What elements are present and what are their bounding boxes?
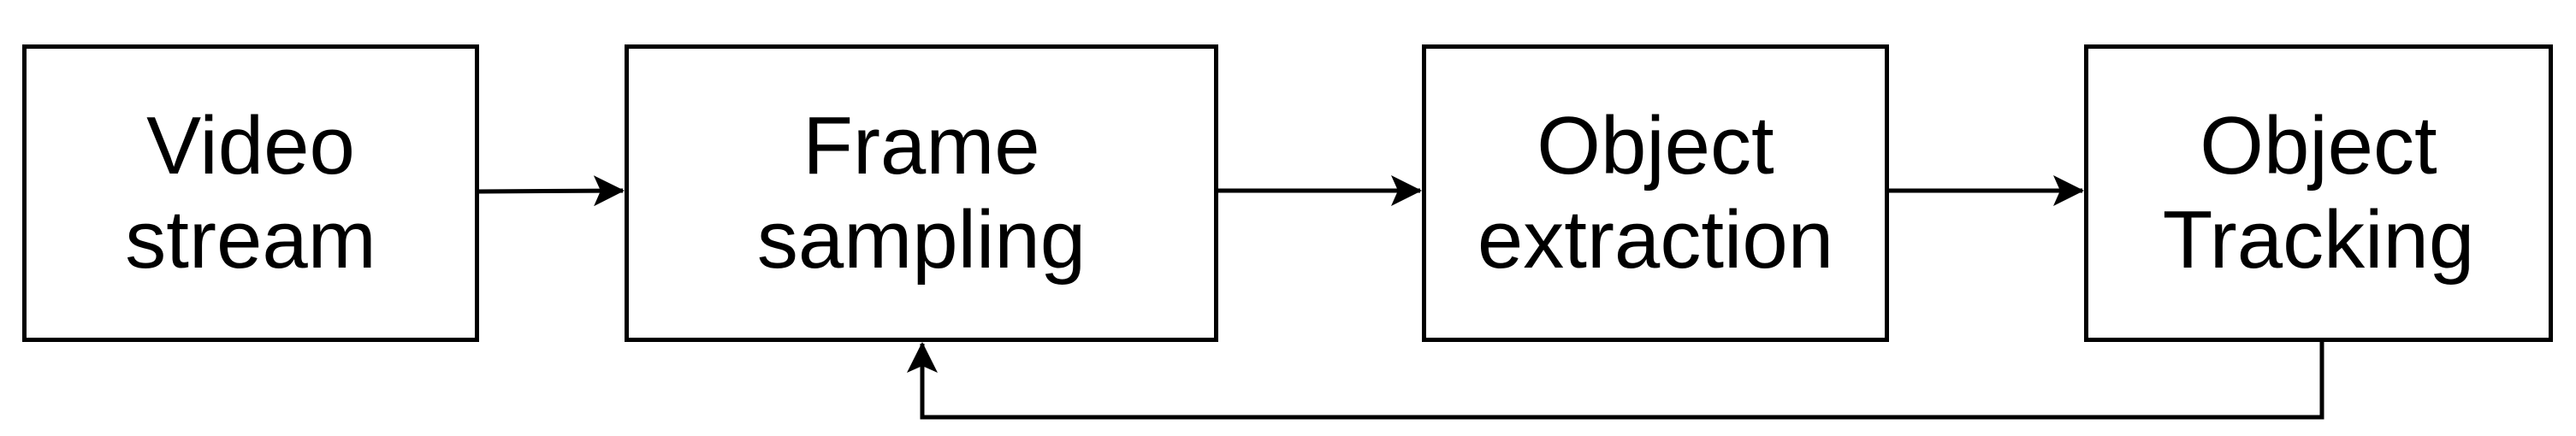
node-frame-sampling: Frame sampling — [625, 44, 1218, 342]
node-object-extraction-line-1: Object — [1537, 100, 1774, 191]
node-object-tracking-line-1: Object — [2200, 100, 2437, 191]
node-video-stream: Video stream — [22, 44, 479, 342]
node-video-stream-line-2: stream — [125, 194, 376, 286]
node-frame-sampling-line-1: Frame — [802, 100, 1040, 191]
node-object-extraction-line-2: extraction — [1477, 194, 1834, 286]
node-video-stream-line-1: Video — [146, 100, 355, 191]
node-object-extraction: Object extraction — [1422, 44, 1889, 342]
arrow-tracking-feedback-to-frame — [907, 342, 2324, 420]
node-object-tracking: Object Tracking — [2084, 44, 2553, 342]
node-object-tracking-line-2: Tracking — [2162, 194, 2475, 286]
node-frame-sampling-line-2: sampling — [756, 194, 1087, 286]
